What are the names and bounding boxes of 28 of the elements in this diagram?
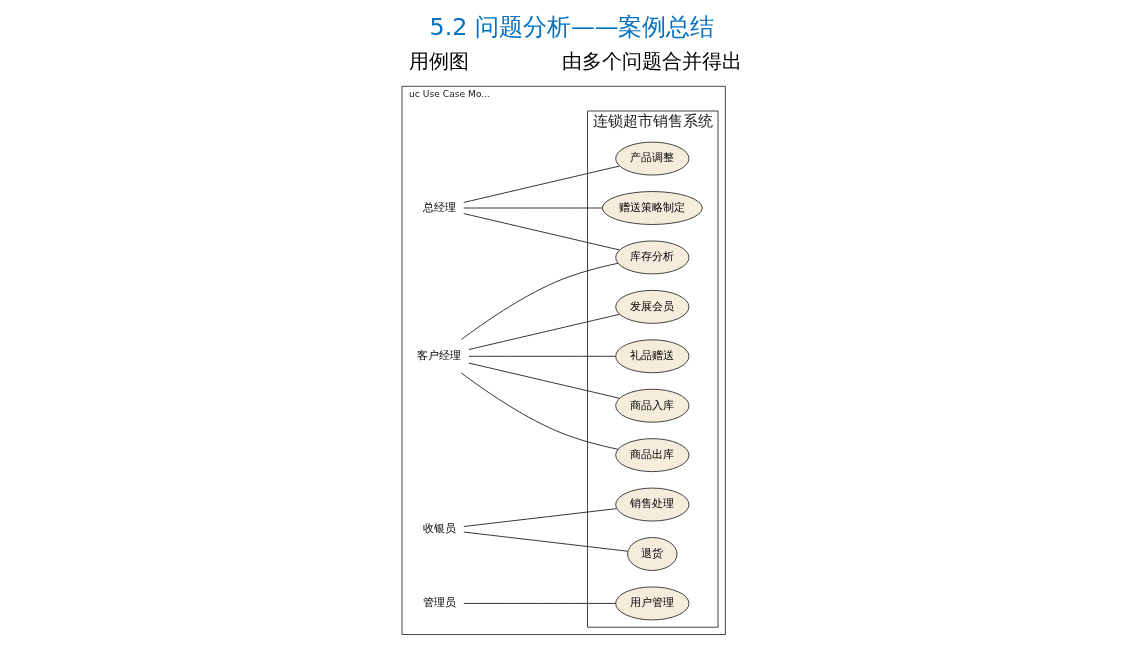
node-ellipse: 库存分析 <box>614 240 689 275</box>
connector <box>462 165 620 203</box>
node-ellipse: 礼品赠送 <box>614 339 689 374</box>
node-ellipse: 退货 <box>626 537 677 571</box>
node-ellipse: 产品调整 <box>614 141 689 176</box>
connector <box>460 262 618 341</box>
node-ellipse: 商品入库 <box>614 388 689 423</box>
connector <box>462 213 620 251</box>
connector <box>462 602 616 604</box>
label: 由多个问题合并得出 <box>561 48 742 73</box>
connector <box>462 207 602 209</box>
node-text: 管理员 <box>422 596 456 610</box>
label: 用例图 <box>408 48 469 73</box>
node-text: 客户经理 <box>416 349 461 363</box>
connector <box>467 355 616 357</box>
diagram-title: 5.2 问题分析——案例总结 <box>429 12 714 41</box>
node-ellipse: 商品出库 <box>614 438 689 473</box>
connector <box>462 508 617 527</box>
connector <box>467 362 620 399</box>
node-text: 总经理 <box>422 200 456 214</box>
node-text: 收银员 <box>422 522 456 536</box>
connector <box>467 313 620 350</box>
node-ellipse: 用户管理 <box>614 586 689 621</box>
node-ellipse: 销售处理 <box>614 487 689 522</box>
node-ellipse: 赠送策略制定 <box>601 191 703 225</box>
connector <box>460 372 618 450</box>
node-ellipse: 发展会员 <box>614 289 689 324</box>
connector <box>462 531 628 552</box>
